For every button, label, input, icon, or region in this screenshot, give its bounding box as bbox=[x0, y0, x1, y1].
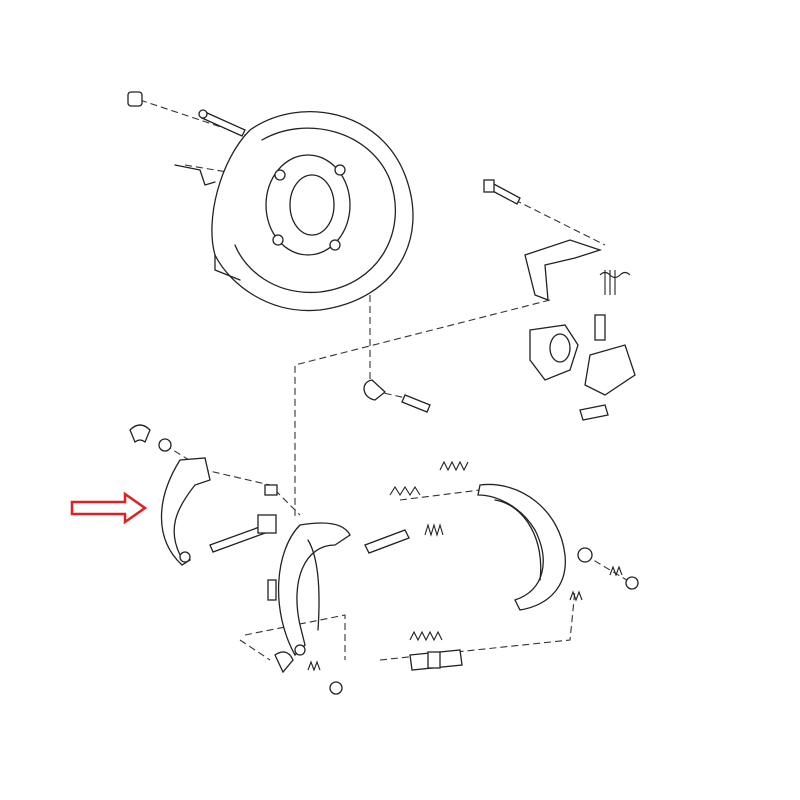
bottom-hardware bbox=[274, 649, 463, 674]
bracket-and-cylinder bbox=[524, 239, 636, 421]
brake-shoe-rear bbox=[477, 483, 593, 611]
adjuster-strut bbox=[209, 514, 277, 601]
parking-brake-lever bbox=[160, 457, 211, 566]
adjuster-parts bbox=[129, 379, 431, 496]
brake-shoe-front bbox=[277, 522, 351, 657]
backing-plate bbox=[211, 111, 414, 312]
highlight-arrow-icon bbox=[70, 491, 148, 525]
bolts-and-nuts bbox=[127, 91, 521, 205]
springs bbox=[307, 460, 639, 695]
